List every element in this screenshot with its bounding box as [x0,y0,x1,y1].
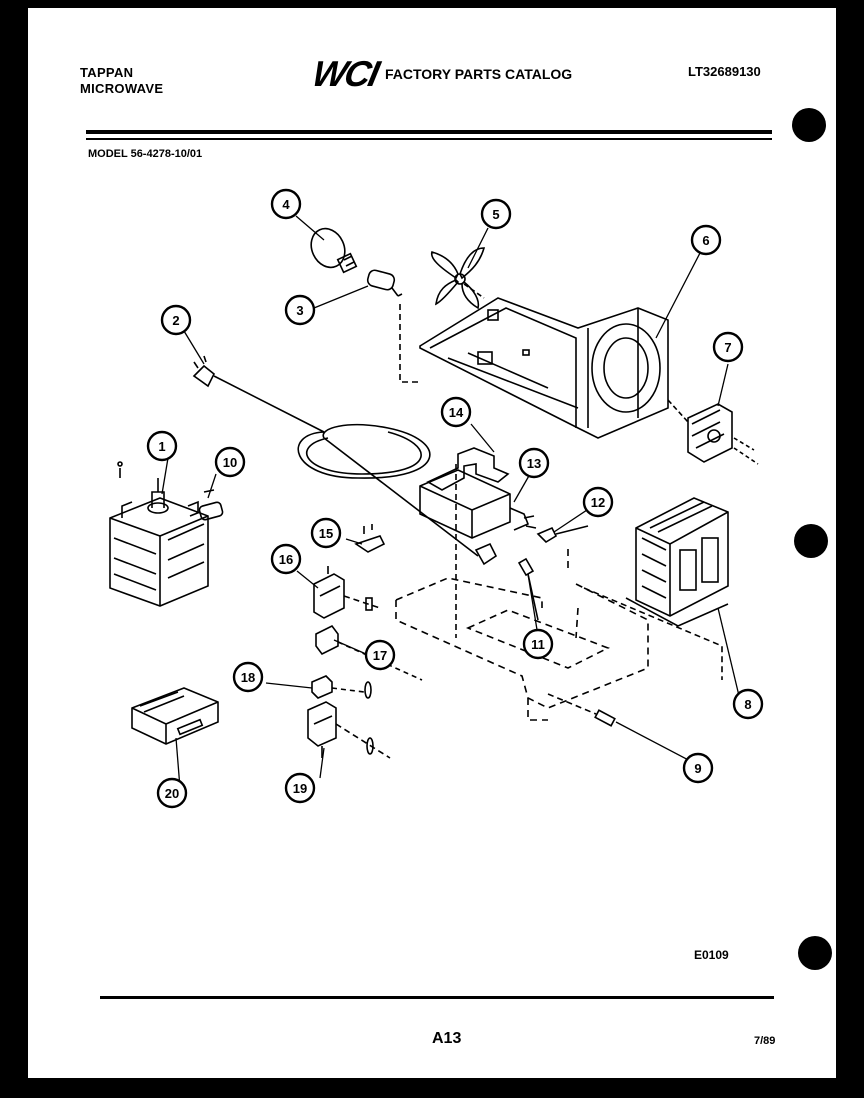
callout-20: 20 [156,777,188,809]
revision-date: 7/89 [754,1035,776,1047]
svg-text:18: 18 [241,670,255,685]
catalog-title: FACTORY PARTS CATALOG [384,66,573,82]
part-small-switch [311,675,372,699]
svg-text:14: 14 [449,405,464,420]
part-clip [536,525,589,544]
svg-text:11: 11 [531,637,545,652]
part-lamp-bulb [310,227,358,274]
svg-text:1: 1 [158,439,165,454]
callout-11: 11 [522,628,554,660]
header-rule [86,130,772,134]
part-small-fuse [547,693,616,727]
callout-7: 7 [712,331,744,363]
binder-hole-middle [794,524,828,558]
callout-8: 8 [732,688,764,720]
exploded-parts-diagram: 1 2 3 4 5 6 7 8 9 10 11 12 13 14 15 16 1… [109,188,764,809]
part-hv-capacitor [419,469,537,539]
callout-17: 17 [364,639,396,671]
brand-line-1: TAPPAN [80,65,134,80]
callout-15: 15 [310,517,342,549]
part-interlock-switch-lower [307,701,391,759]
svg-text:3: 3 [296,303,303,318]
part-transformer [583,497,729,680]
page-number: A13 [432,1030,462,1047]
brand-line-2: MICROWAVE [80,81,164,96]
binder-hole-bottom [798,936,832,970]
callout-2: 2 [160,304,192,336]
callout-14: 14 [440,396,472,428]
footer-rule [100,996,774,999]
part-fan-motor [667,399,759,465]
callout-16: 16 [270,543,302,575]
svg-text:8: 8 [744,697,751,712]
catalog-page: TAPPAN MICROWAVE WCI FACTORY PARTS CATAL… [28,8,836,1078]
callout-19: 19 [284,772,316,804]
callout-6: 6 [690,224,722,256]
figure-code: E0109 [694,948,729,962]
callout-13: 13 [518,447,550,479]
svg-text:10: 10 [223,455,237,470]
callout-1: 1 [146,430,178,462]
part-power-cord [192,355,498,566]
header-rule-thin [86,138,772,140]
part-fan-blade [430,247,486,310]
svg-text:12: 12 [591,495,605,510]
part-clamp [354,524,386,553]
part-fan-bracket [399,297,669,439]
svg-text:20: 20 [165,786,179,801]
svg-text:2: 2 [172,313,179,328]
part-interlock-switch-upper [313,566,381,619]
brand-block: TAPPAN MICROWAVE [80,65,163,97]
callouts: 1 2 3 4 5 6 7 8 9 10 11 12 13 14 15 16 1… [146,188,764,809]
callout-10: 10 [214,446,246,478]
callout-12: 12 [582,486,614,518]
svg-text:7: 7 [724,340,731,355]
part-diode [189,489,224,521]
leader-lines [161,215,741,789]
callout-9: 9 [682,752,714,784]
svg-text:15: 15 [319,526,333,541]
binder-hole-top [792,108,826,142]
catalog-code: LT32689130 [688,64,761,79]
callout-3: 3 [284,294,316,326]
part-fuse [517,557,539,621]
part-control-board [131,687,219,745]
part-magnetron [109,461,209,607]
part-capacitor-bracket [426,447,510,638]
callout-4: 4 [270,188,302,220]
svg-text:13: 13 [527,456,541,471]
svg-text:17: 17 [373,648,387,663]
svg-text:19: 19 [293,781,307,796]
svg-text:4: 4 [282,197,290,212]
callout-5: 5 [480,198,512,230]
callout-18: 18 [232,661,264,693]
svg-text:6: 6 [702,233,709,248]
svg-text:9: 9 [694,761,701,776]
svg-text:5: 5 [492,207,499,222]
part-base-outline [395,546,649,721]
catalog-heading: WCI FACTORY PARTS CATALOG [309,53,573,94]
model-number: MODEL 56-4278-10/01 [88,148,203,160]
part-lamp-socket [366,269,403,297]
svg-text:16: 16 [279,552,293,567]
